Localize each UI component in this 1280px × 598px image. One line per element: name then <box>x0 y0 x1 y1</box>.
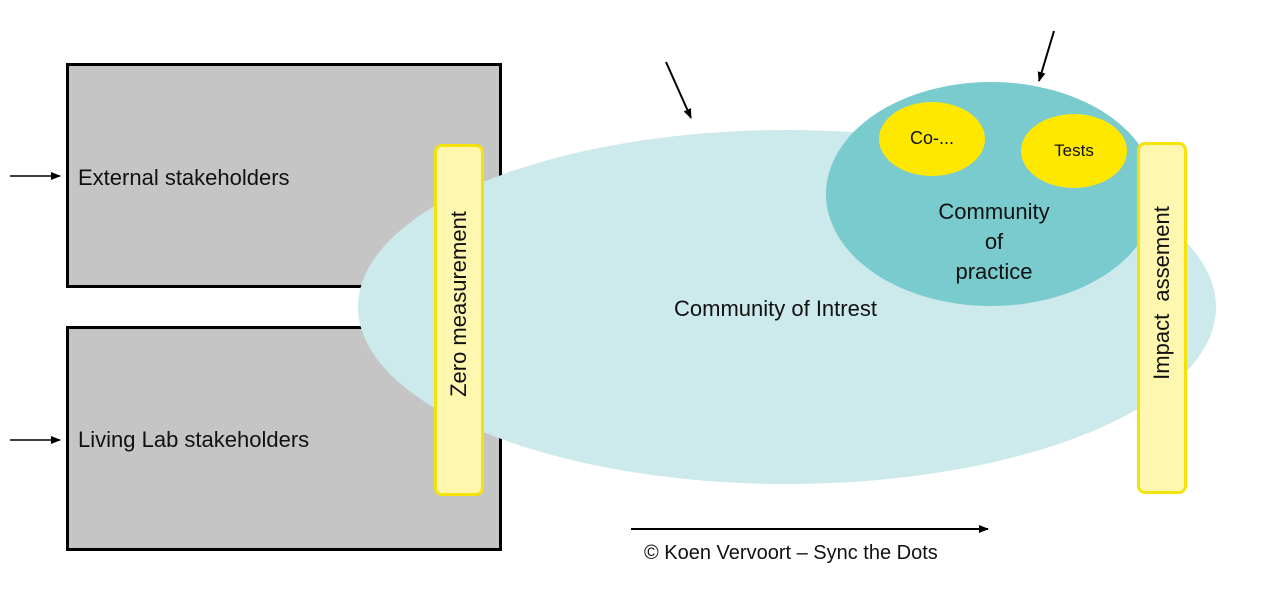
community-of-practice-line2: of <box>984 229 1004 254</box>
impact-assessment-bar <box>1137 142 1187 494</box>
activity-tests-label: Tests <box>1054 141 1094 160</box>
copyright-text: © Koen Vervoort – Sync the Dots <box>644 542 938 564</box>
activity-co-creation-ellipse <box>879 102 985 176</box>
external-stakeholders-box <box>66 63 502 288</box>
community-of-practice-line1: Community <box>938 199 1050 224</box>
community-of-practice-line3: practice <box>955 259 1033 284</box>
zero-measurement-bar <box>434 144 484 496</box>
community-of-interest-label: Community of Intrest <box>674 296 877 321</box>
arrow-into-community-of-interest <box>665 61 692 119</box>
living-lab-stakeholders-label: Living Lab stakeholders <box>78 427 310 452</box>
activity-tests-ellipse <box>1021 114 1127 188</box>
arrow-into-community-of-practice <box>1037 30 1055 82</box>
community-of-practice-label: Community of practice <box>914 197 1074 287</box>
activity-co-creation-label: Co-... <box>909 128 954 148</box>
external-stakeholders-label: External stakeholders <box>78 165 290 190</box>
